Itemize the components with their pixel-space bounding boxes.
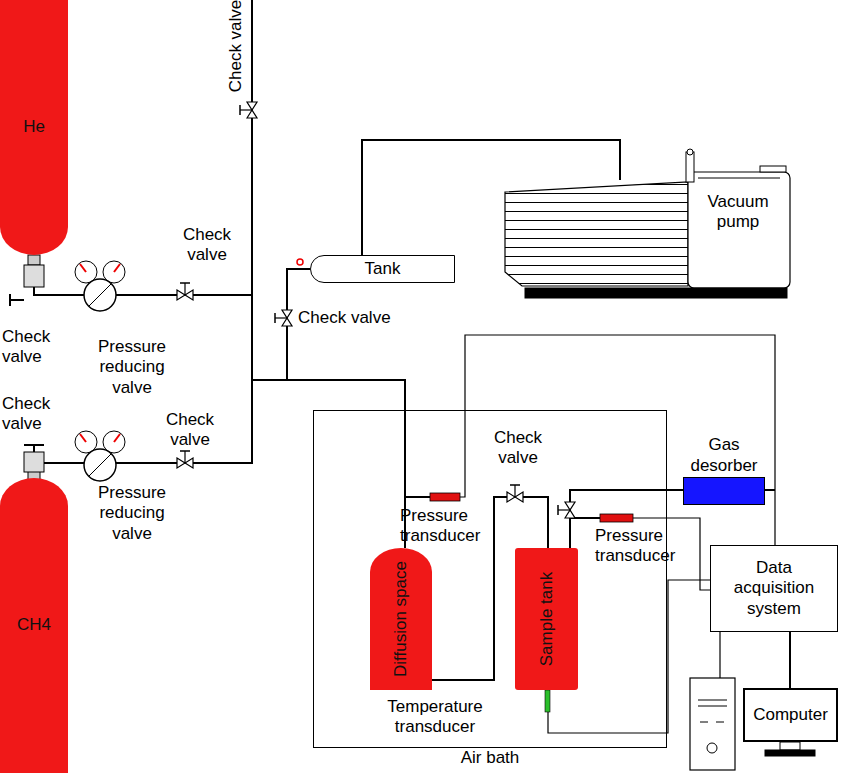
pressure-reducer (84, 449, 116, 481)
drive-slot (716, 722, 724, 723)
gauge-needle (114, 264, 120, 272)
gas-cylinder: He (0, 0, 68, 255)
valve-handle (10, 299, 24, 301)
vacuum-pump: Vacuum pump (500, 180, 790, 290)
drive-slot (700, 722, 708, 723)
he-regulator (10, 255, 125, 311)
part-label: Check valve (488, 428, 548, 469)
gauge-needle (80, 434, 86, 442)
part-label: Check valve (2, 394, 57, 435)
node-text: Sample tank (536, 572, 556, 667)
node-text: Tank (365, 259, 401, 279)
node-text: He (23, 117, 45, 137)
pump-handle (687, 149, 693, 155)
monitor-stand (765, 750, 815, 756)
pump-fins (505, 182, 688, 286)
part-label: Pressure transducer (595, 526, 695, 567)
signal-wire (719, 632, 720, 678)
gas-pipe (789, 632, 791, 688)
node-text: CH4 (17, 615, 51, 635)
part-label: Check valve (177, 225, 237, 266)
buffer-tank: Tank (310, 255, 455, 283)
wires (252, 0, 775, 733)
part-label: Pressure reducing valve (86, 483, 178, 544)
part-label: Check valve (298, 308, 391, 328)
main-pipe (251, 0, 253, 295)
data-acquisition-box: Data acquisition system (710, 545, 838, 632)
part-label: Pressure transducer (400, 506, 488, 547)
part-label: Pressure reducing valve (86, 337, 178, 398)
cylinder-valve (24, 265, 44, 287)
pressure-reducer (89, 454, 111, 476)
pump-motor (698, 178, 780, 179)
air-bath: Air bathDiffusion spaceSample tank (313, 410, 667, 748)
pressure-reducer (84, 279, 116, 311)
check-valve-symbol (240, 102, 257, 118)
gas-pipe (34, 380, 405, 548)
computer-monitor: Computer (743, 688, 838, 742)
gas-cylinder: CH4 (0, 478, 68, 773)
cylinder-valve (24, 452, 44, 472)
pump-motor (688, 172, 790, 288)
pump-base (525, 288, 787, 298)
part-label: Check valve (2, 327, 57, 368)
pressure-transducer (430, 493, 460, 501)
node-text: Diffusion space (391, 561, 411, 677)
pump-handle (686, 152, 694, 182)
check-valve-symbol (558, 502, 575, 518)
sample-vessel: Sample tank (515, 548, 578, 690)
monitor-stand (780, 742, 800, 750)
pump-motor (760, 166, 786, 172)
drive-slot (698, 700, 727, 701)
power-button (707, 743, 717, 753)
gas-pipe (287, 269, 405, 548)
node-text: Computer (753, 705, 828, 725)
transducer-pipe (405, 496, 430, 498)
node-text: Vacuum pump (693, 192, 783, 233)
desorber-outlet (765, 489, 775, 491)
part-label: Check valve (226, 0, 246, 92)
check-valve-symbol (177, 451, 193, 468)
valve-handle (9, 294, 11, 306)
node-text: Air bath (440, 748, 540, 768)
gas-desorber: Gas desorber (683, 477, 765, 505)
signal-wire (460, 335, 775, 545)
drive-slot (698, 706, 727, 707)
tank-fitting (297, 259, 303, 265)
check-valve-symbol (507, 485, 523, 502)
gauge-needle (114, 434, 120, 442)
pressure-transducer (600, 514, 633, 522)
ch4-regulator (24, 431, 125, 481)
gauge-needle (80, 264, 86, 272)
valve-handle (24, 444, 44, 446)
part-label: Temperature transducer (375, 697, 495, 738)
gas-pipe (34, 255, 405, 548)
check-valve-symbol (275, 310, 292, 326)
cylinder-neck (28, 255, 40, 265)
pressure-reducer (89, 284, 111, 306)
node-text: Gas desorber (679, 435, 769, 476)
temperature-probe (545, 690, 550, 712)
part-label: Check valve (160, 410, 220, 451)
diffusion-vessel: Diffusion space (370, 548, 432, 690)
node-text: Data acquisition system (716, 558, 832, 619)
vacuum-pump-drawing (505, 149, 790, 298)
check-valve-symbol (177, 283, 193, 300)
valve-handle (33, 445, 35, 452)
computer-tower (690, 678, 735, 770)
